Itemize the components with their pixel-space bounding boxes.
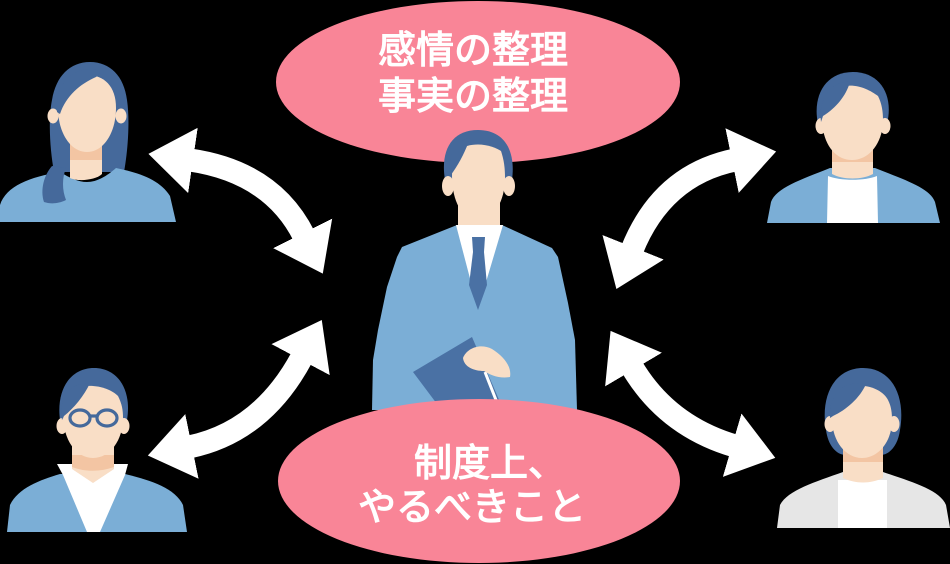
glasses-icon [68,408,119,428]
person-top-left-icon [0,62,176,222]
top-bubble-line-2: 事実の整理 [378,74,568,118]
bottom-bubble-line-1: 制度上、 [414,441,566,485]
tie-icon [469,237,487,310]
double-arrow-bottom-right-icon [605,330,776,477]
double-arrow-top-left-icon [148,127,333,274]
arrows [147,127,777,479]
person-center-icon [372,130,577,410]
person-top-right-icon [767,72,940,223]
bottom-bubble: 制度上、 やるべきこと [278,399,680,563]
top-bubble-line-1: 感情の整理 [378,28,568,72]
bottom-bubble-line-2: やるべきこと [358,485,586,529]
double-arrow-bottom-left-icon [147,319,330,479]
clipboard-icon [413,337,511,404]
top-bubble-shape [276,1,680,163]
person-bottom-left-icon [7,368,187,532]
double-arrow-top-right-icon [602,128,777,289]
person-bottom-right-icon [777,368,950,528]
top-bubble: 感情の整理 事実の整理 [276,1,680,163]
bottom-bubble-shape [278,399,680,563]
